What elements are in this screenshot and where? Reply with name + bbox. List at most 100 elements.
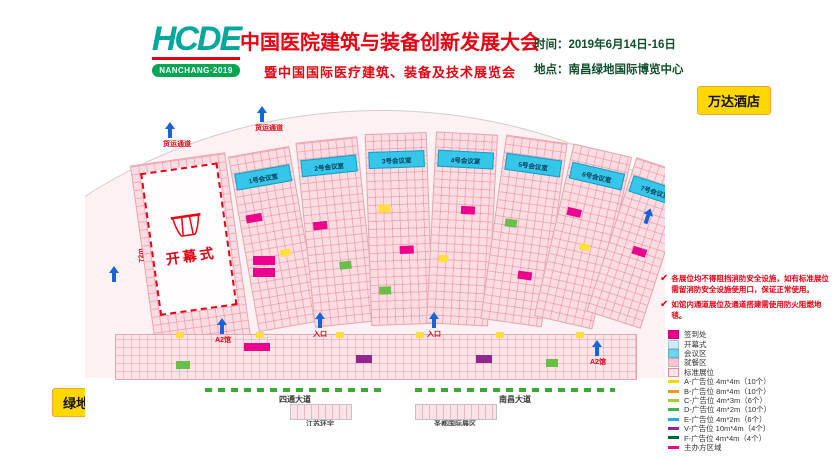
entrance-a2-right: A2馆 xyxy=(590,340,606,367)
legend-label: 主办方区域 xyxy=(684,442,722,452)
logo-city-year-badge: NANCHANG·2019 xyxy=(152,64,240,77)
hall-6-label: 6号会议室 xyxy=(568,161,626,191)
legend-swatch xyxy=(668,398,679,402)
up-arrow-icon xyxy=(112,273,116,282)
ad-position-block xyxy=(280,248,292,258)
opening-ceremony-label: 开幕式 xyxy=(164,244,218,267)
legend-item: 主办方区域 xyxy=(668,443,834,452)
legend-label: F-广告位 4m*4m（4个） xyxy=(684,433,767,443)
up-arrow-icon xyxy=(432,319,436,328)
ad-position-block xyxy=(336,332,344,338)
up-arrow-icon xyxy=(165,122,175,129)
registration-block xyxy=(244,343,270,351)
legend-item: 会议区 xyxy=(668,348,834,358)
legend-label: D-广告位 4m*2m（10个） xyxy=(684,405,772,415)
ad-position-block xyxy=(176,332,184,338)
street-right-label: 南昌大道 xyxy=(499,395,531,404)
logo-wordmark: HCDE xyxy=(151,20,242,60)
legend-item: 标准展位 xyxy=(668,367,834,377)
outdoor-area-right xyxy=(415,404,497,420)
legend-swatch xyxy=(668,339,679,349)
up-arrow-icon xyxy=(595,347,599,356)
ad-position-block xyxy=(416,332,424,338)
up-arrow-icon xyxy=(318,319,322,328)
legend-label: B-广告位 8m*4m（10个） xyxy=(684,386,771,396)
legend-swatch xyxy=(668,436,679,440)
ad-position-block xyxy=(496,332,504,338)
entrance-label: 入口 xyxy=(313,331,327,338)
up-arrow-icon xyxy=(168,129,172,138)
legend-label: 开幕式 xyxy=(684,339,707,349)
header-titles: 中国医院建筑与装备创新发展大会 暨中国国际医疗建筑、装备及技术展览会 xyxy=(240,26,540,81)
legend-item: C-广告位 4m*3m（6个） xyxy=(668,396,834,405)
opening-ceremony-hall: 开幕式 72m xyxy=(129,152,253,358)
dimension-label: 72m xyxy=(137,248,147,264)
legend-swatch xyxy=(668,389,679,393)
plan-bottom-margin xyxy=(85,378,665,426)
ad-position-block xyxy=(578,242,591,252)
hall-a2-label: A2馆 xyxy=(590,359,606,366)
up-arrow-icon xyxy=(220,325,224,334)
legend-swatch xyxy=(668,358,679,368)
freight-label: 货运通道 xyxy=(163,141,191,148)
street-trees-right xyxy=(415,388,615,392)
booth-block xyxy=(546,359,558,367)
ad-position-block xyxy=(356,355,372,363)
ad-position-block xyxy=(378,204,391,213)
outdoor-area-left-label: 江苏环宇 xyxy=(306,421,334,426)
registration-block xyxy=(253,256,275,265)
conference-logo: HCDE NANCHANG·2019 xyxy=(146,22,246,78)
fire-safety-notices: ✔ 各展位均不得阻挡消防安全设施，如有标准展位需留消防安全设施使用口，保证正常使… xyxy=(660,274,832,326)
hall-4-label: 4号会议室 xyxy=(437,149,495,170)
booth-block xyxy=(245,212,263,224)
concourse-strip xyxy=(115,332,637,380)
up-arrow-icon xyxy=(429,312,439,319)
legend-swatch xyxy=(668,427,679,431)
map-legend: 签到处 开幕式 会议区 就餐区 标准展位 A-广告位 4m*4m（10个） B-… xyxy=(668,330,834,452)
entrance-center-right: 入口 xyxy=(427,312,441,339)
legend-item: V-广告位 10m*4m（4个） xyxy=(668,424,834,433)
legend-item: E-广告位 4m*2m（6个） xyxy=(668,415,834,424)
street-trees-left xyxy=(205,388,385,392)
booth-block xyxy=(460,205,476,215)
freight-label: 货运通道 xyxy=(255,125,283,132)
legend-swatch xyxy=(668,380,679,384)
registration-block xyxy=(253,268,275,277)
notice-item: ✔ 如馆内通道展位及通道搭建需使用防火阻燃地毯。 xyxy=(660,300,832,321)
up-arrow-icon xyxy=(592,340,602,347)
legend-label: 签到处 xyxy=(684,330,707,340)
legend-swatch xyxy=(668,417,679,421)
hall-3-label: 3号会议室 xyxy=(368,150,426,170)
freight-arrow-left: 货运通道 xyxy=(163,122,191,149)
hall-1-label: 1号会议室 xyxy=(233,164,293,191)
legend-item: 开幕式 xyxy=(668,339,834,349)
side-arrow-left xyxy=(107,266,121,282)
legend-item: 就餐区 xyxy=(668,358,834,367)
entrance-center-left: 入口 xyxy=(313,312,327,339)
hall-a2-label: A2馆 xyxy=(215,337,231,344)
floorplan-map: 开幕式 72m 1号会议室 2号会议室 3号会议室 4号会议室 5号会议室 xyxy=(85,96,665,426)
up-arrow-icon xyxy=(315,312,325,319)
check-icon: ✔ xyxy=(660,273,669,284)
hall-column-3: 3号会议室 xyxy=(364,131,434,327)
booth-block xyxy=(631,245,648,258)
booth-block xyxy=(399,245,414,254)
legend-item: B-广告位 8m*4m（10个） xyxy=(668,386,834,396)
legend-item: A-广告位 4m*4m（10个） xyxy=(668,377,834,386)
legend-item: F-广告位 4m*4m（4个） xyxy=(668,433,834,443)
ad-position-block xyxy=(576,332,584,338)
legend-label: C-广告位 4m*3m（6个） xyxy=(684,395,767,405)
conference-title: 中国医院建筑与装备创新发展大会 xyxy=(240,32,540,54)
up-arrow-icon xyxy=(260,113,264,122)
hall-2-label: 2号会议室 xyxy=(300,154,358,178)
booth-block xyxy=(176,361,190,369)
legend-swatch xyxy=(668,330,679,340)
ad-position-block xyxy=(476,355,492,363)
hall-7-label: 7号会议室 xyxy=(628,175,665,208)
outdoor-area-right-label: 圣都国际展区 xyxy=(434,421,476,426)
legend-swatch xyxy=(668,348,679,358)
event-venue: 地点：南昌绿地国际博览中心 xyxy=(534,64,684,76)
up-arrow-icon xyxy=(643,214,651,225)
conference-subtitle: 暨中国国际医疗建筑、装备及技术展览会 xyxy=(263,65,516,80)
wanda-hotel-badge: 万达酒店 xyxy=(697,86,772,115)
